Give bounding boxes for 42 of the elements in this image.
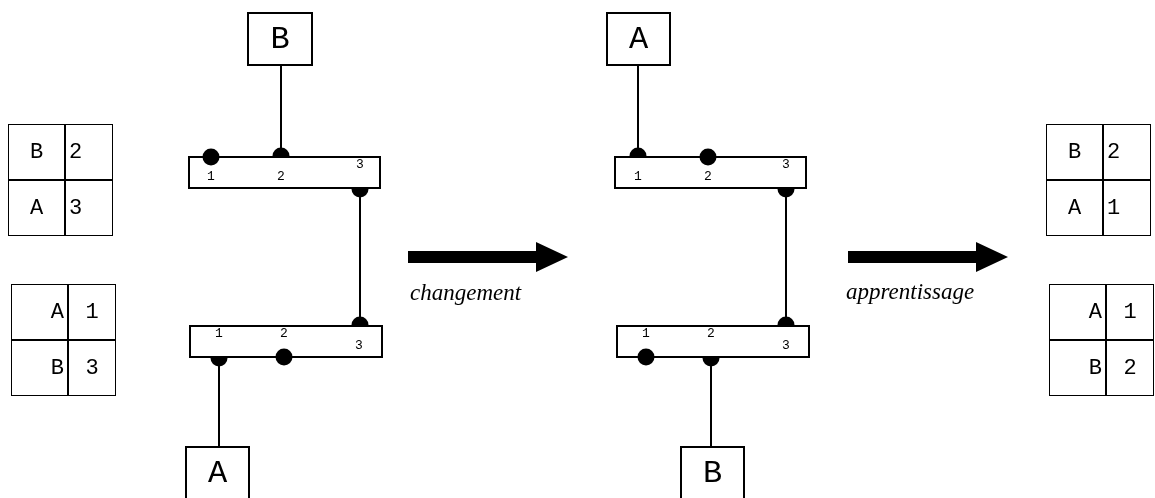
port-number: 3: [782, 158, 790, 171]
host-box: [680, 446, 745, 498]
table-cell: 1: [1106, 284, 1154, 340]
host-box: [606, 12, 671, 66]
port-number: 1: [634, 170, 642, 183]
table-cell: 2: [1106, 340, 1154, 396]
port-number: 1: [642, 327, 650, 340]
bridge-bar: [614, 156, 807, 189]
port-number: 1: [207, 170, 215, 183]
table-cell: B: [8, 124, 65, 180]
port-number: 2: [277, 170, 285, 183]
host-label: B: [270, 20, 290, 58]
port-number: 3: [356, 158, 364, 171]
table-cell: A: [11, 284, 68, 340]
host-label: B: [702, 454, 723, 492]
table-cell: B: [1046, 124, 1103, 180]
table-cell: 1: [68, 284, 116, 340]
table-cell: 3: [68, 340, 116, 396]
table-cell: B: [11, 340, 68, 396]
port-number: 3: [355, 339, 363, 352]
table-cell: 2: [1103, 124, 1151, 180]
transition-label: changement: [410, 280, 522, 306]
table-cell: A: [8, 180, 65, 236]
bridge-bar: [189, 325, 383, 358]
table-cell: 3: [65, 180, 113, 236]
host-box: [185, 446, 250, 498]
table-cell: B: [1049, 340, 1106, 396]
port-number: 1: [215, 327, 223, 340]
port-number: 2: [707, 327, 715, 340]
table-cell: 2: [65, 124, 113, 180]
port-number: 3: [782, 339, 790, 352]
table-cell: A: [1049, 284, 1106, 340]
port-number: 2: [280, 327, 288, 340]
port-number: 2: [704, 170, 712, 183]
table-cell: 1: [1103, 180, 1151, 236]
host-label: A: [207, 454, 228, 492]
table-cell: A: [1046, 180, 1103, 236]
host-box: [247, 12, 313, 66]
transition-label: apprentissage: [846, 279, 975, 305]
bridge-bar: [616, 325, 810, 358]
bridge-bar: [188, 156, 381, 189]
host-label: A: [628, 20, 649, 58]
